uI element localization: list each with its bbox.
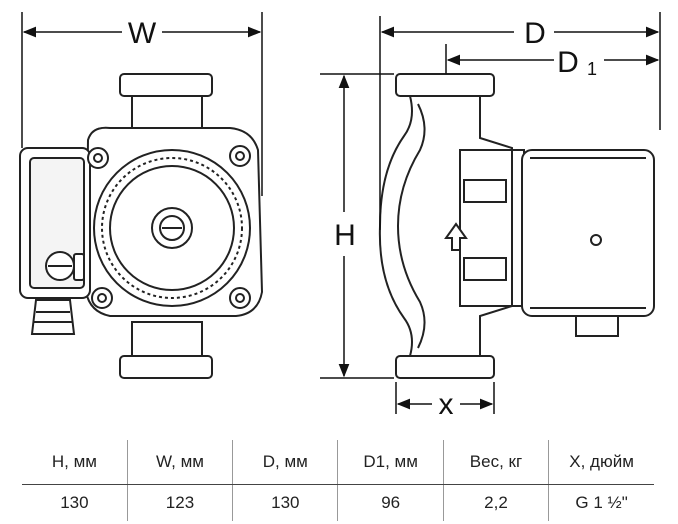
label-d1: D: [557, 46, 579, 79]
specs-header-row: H, мм W, мм D, мм D1, мм Вес, кг X, дюйм: [22, 440, 654, 485]
front-top-neck: [131, 95, 203, 131]
table-row: 130 123 130 96 2,2 G 1 ½": [22, 484, 654, 521]
side-bottom-flange: [395, 355, 495, 379]
flow-arrow-icon: [444, 222, 468, 251]
pump-front-view: [19, 73, 264, 379]
label-w: W: [128, 17, 157, 50]
pump-dimension-drawing: W D D 1 H x: [19, 12, 661, 420]
side-adapter: [459, 149, 519, 307]
front-cable-gland: [30, 299, 76, 335]
specs-table: H, мм W, мм D, мм D1, мм Вес, кг X, дюйм…: [22, 440, 654, 521]
side-vent-screw: [590, 234, 602, 246]
header-d: D, мм: [232, 440, 338, 485]
label-d: D: [524, 17, 546, 50]
front-bottom-flange: [119, 355, 213, 379]
side-terminal-lug: [575, 315, 619, 337]
header-x: X, дюйм: [548, 440, 654, 485]
label-d1-subscript: 1: [587, 59, 597, 79]
front-bottom-neck: [131, 321, 203, 357]
cell-d1: 96: [337, 484, 444, 521]
cell-d: 130: [232, 484, 338, 521]
front-top-flange: [119, 73, 213, 97]
label-x: x: [439, 388, 454, 420]
cell-weight: 2,2: [442, 484, 549, 521]
header-h: H, мм: [22, 440, 128, 485]
header-w: W, мм: [126, 440, 233, 485]
pump-side-view: [378, 73, 655, 379]
side-motor-can: [521, 149, 655, 317]
header-weight: Вес, кг: [442, 440, 549, 485]
cell-h: 130: [60, 493, 89, 512]
label-h: H: [334, 219, 356, 252]
side-top-flange: [395, 73, 495, 97]
cell-x: G 1 ½": [548, 484, 654, 521]
cell-w: 123: [126, 484, 233, 521]
header-d1: D1, мм: [337, 440, 444, 485]
